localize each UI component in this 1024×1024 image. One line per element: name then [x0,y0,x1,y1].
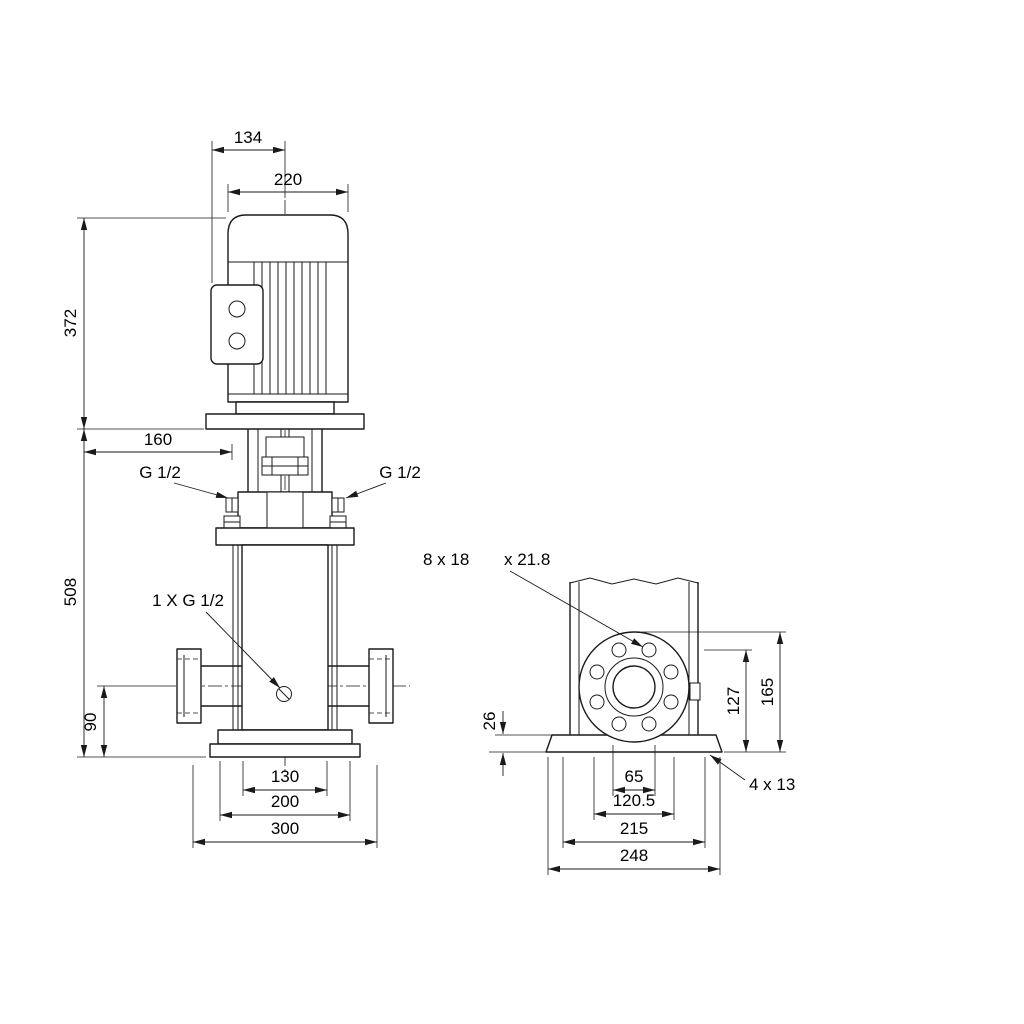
side-view [545,577,723,753]
front-dimensions: 134 220 372 508 160 G 1/2 G 1/2 1 X G 1/… [61,128,421,848]
dim-130-label: 130 [271,767,299,786]
dim-248-label: 248 [620,846,648,865]
plug-left-label: G 1/2 [139,463,181,482]
dim-215-label: 215 [620,819,648,838]
dim-165-label: 165 [758,678,777,706]
dim-300-label: 300 [271,819,299,838]
dim-220-label: 220 [274,170,302,189]
vent-plug-right [331,497,345,513]
vent-plug-left [225,497,239,513]
side-dimensions: 8 x 18 x 21.8 26 127 165 4 x 13 65 120.5 [423,550,795,875]
dim-26-label: 26 [480,712,499,731]
dim-134-label: 134 [234,128,262,147]
motor [205,214,365,430]
dim-120-5-label: 120.5 [613,791,656,810]
motor-neck [235,401,335,415]
discharge-flange [328,648,394,724]
flange-counterbore-note: x 21.8 [504,550,550,569]
gauge-tap [689,682,701,701]
dim-127-label: 127 [724,687,743,715]
dim-65-label: 65 [625,767,644,786]
port-flange-face [578,631,701,743]
break-line [569,577,699,585]
outer-sleeve [241,544,329,731]
flange-holes-note: 8 x 18 [423,550,469,569]
dim-160-label: 160 [144,430,172,449]
front-view [162,200,410,772]
side-column [569,577,699,735]
dim-90-label: 90 [81,713,100,732]
pump-base [209,729,361,758]
plug-right-label: G 1/2 [379,463,421,482]
drain-plug-label: 1 X G 1/2 [152,591,224,610]
flange-bolt-holes [589,642,679,732]
dim-200-label: 200 [271,792,299,811]
dim-372-label: 372 [61,309,80,337]
drain-plug [276,686,292,702]
coupling [261,436,309,476]
head-flange-plate [215,515,355,546]
motor-fins [253,262,327,394]
chamber-stack [232,544,338,731]
motor-mounting-plate [205,413,365,430]
dim-508-label: 508 [61,578,80,606]
terminal-box [210,284,264,365]
base-holes-label: 4 x 13 [749,775,795,794]
suction-flange [176,648,242,724]
